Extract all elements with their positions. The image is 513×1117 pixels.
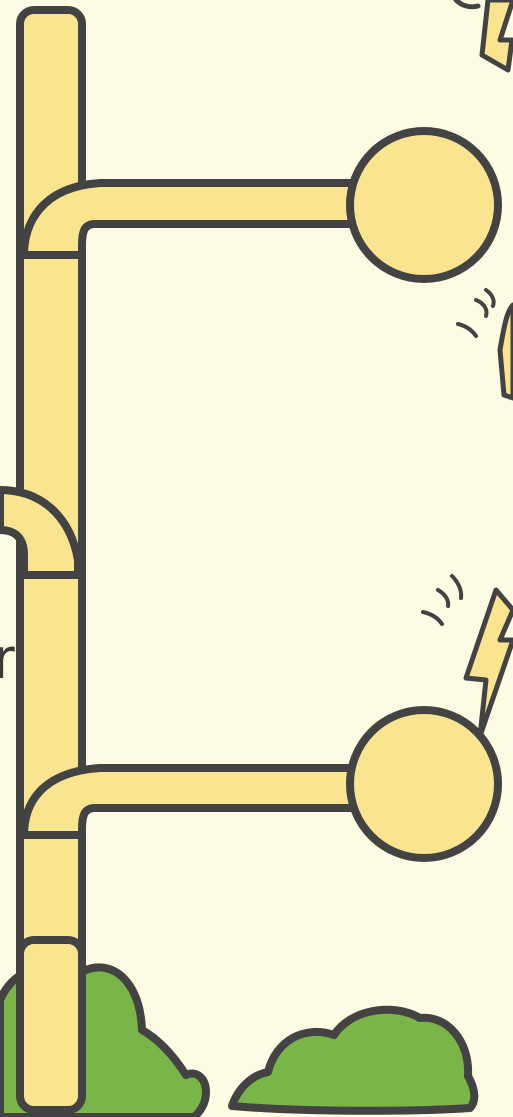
lightning-bolt-icon-top	[456, 0, 513, 70]
bush-right	[232, 1010, 474, 1111]
connector-arm-top	[24, 183, 360, 255]
timeline-node-top	[350, 131, 498, 279]
lightning-bolt-icon-middle	[458, 290, 513, 398]
timeline-node-bottom	[350, 710, 498, 858]
connector-arm-bottom	[24, 768, 360, 835]
timeline-post-front	[20, 940, 82, 1110]
cropped-text: r	[0, 632, 15, 688]
